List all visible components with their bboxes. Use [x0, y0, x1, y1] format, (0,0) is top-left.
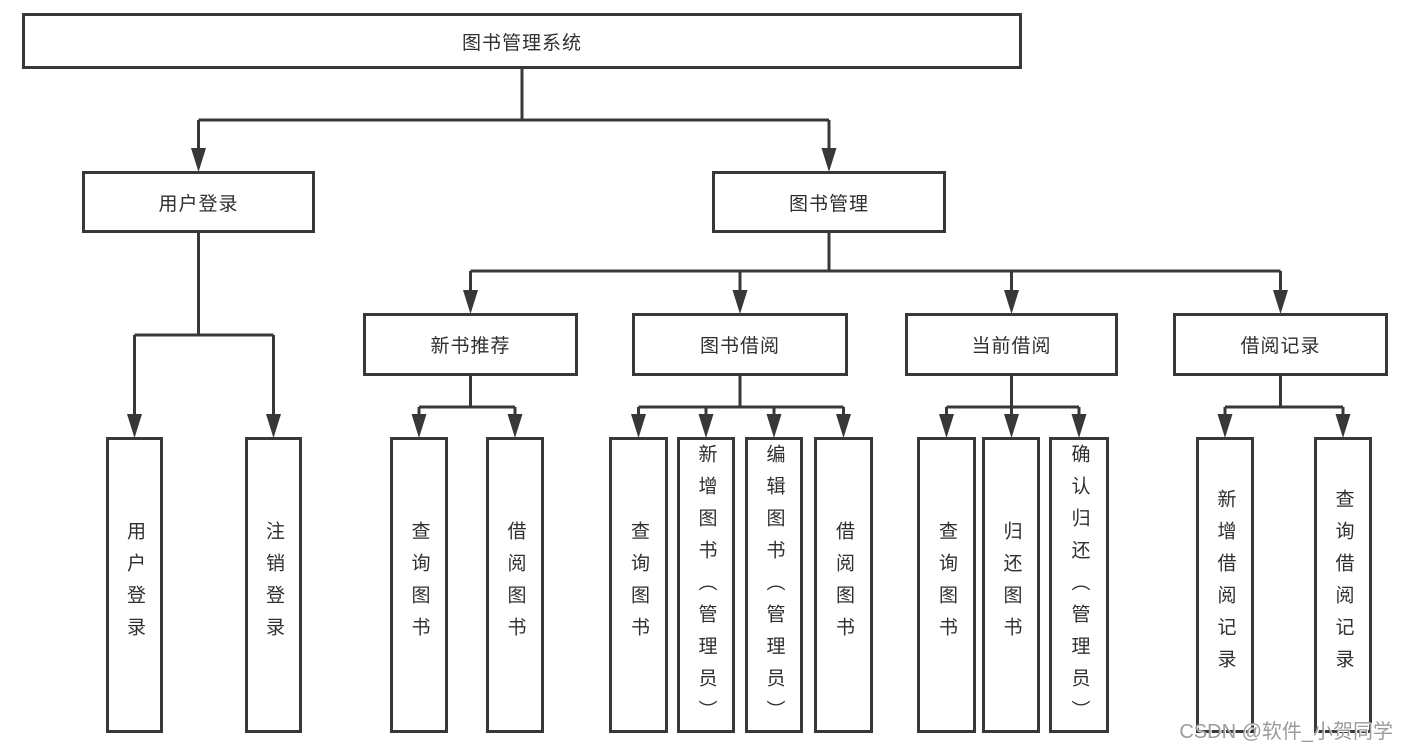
node-label: 新增图书（管理员） [695, 444, 717, 732]
arrowhead-icon [127, 414, 142, 438]
node-label: 确认归还（管理员） [1068, 444, 1090, 732]
connector-book-mgmt-children [463, 233, 1288, 314]
arrowhead-icon [1273, 290, 1288, 314]
node-library-management-system: 图书管理系统 [22, 13, 1022, 69]
arrowhead-icon [698, 414, 714, 438]
leaf-user-login: 用户登录 [106, 437, 163, 733]
leaf-nbr-borrow-books: 借阅图书 [486, 437, 544, 733]
arrowhead-icon [463, 290, 478, 314]
arrowhead-icon [766, 414, 782, 438]
arrowhead-icon [266, 414, 281, 438]
arrowhead-icon [836, 414, 851, 438]
node-book-borrow: 图书借阅 [632, 313, 848, 376]
arrowhead-icon [631, 414, 646, 438]
connector-borrow-records-children [1217, 376, 1351, 438]
leaf-bb-edit-books-admin: 编辑图书（管理员） [745, 437, 803, 733]
node-label: 图书借阅 [699, 336, 780, 357]
node-label: 归还图书 [1000, 521, 1022, 649]
node-label: 查询图书 [936, 521, 957, 649]
node-label: 借阅图书 [504, 521, 526, 649]
leaf-logout: 注销登录 [245, 437, 302, 733]
connector-new-book-rec-children [411, 376, 523, 438]
node-label: 查询图书 [408, 521, 430, 649]
node-label: 查询借阅记录 [1332, 489, 1354, 681]
leaf-cb-return-books: 归还图书 [982, 437, 1040, 733]
connector-current-borrow-children [939, 376, 1087, 438]
arrowhead-icon [1217, 414, 1233, 438]
node-label: 用户登录 [158, 193, 239, 215]
arrowhead-icon [507, 414, 523, 438]
node-label: 编辑图书（管理员） [763, 444, 785, 732]
arrowhead-icon [1004, 414, 1019, 438]
node-label: 新增借阅记录 [1214, 489, 1236, 681]
node-borrow-records: 借阅记录 [1173, 313, 1388, 376]
arrowhead-icon [821, 148, 837, 172]
leaf-cb-query-books: 查询图书 [917, 437, 976, 733]
node-label: 新书推荐 [430, 336, 511, 357]
node-label: 借阅记录 [1240, 336, 1321, 357]
node-label: 借阅图书 [833, 521, 854, 649]
connector-user-login-children [127, 233, 281, 438]
arrowhead-icon [191, 148, 206, 172]
node-user-login: 用户登录 [82, 171, 315, 233]
connector-root-children [191, 69, 837, 172]
arrowhead-icon [411, 414, 427, 438]
leaf-bb-add-books-admin: 新增图书（管理员） [677, 437, 735, 733]
arrowhead-icon [939, 414, 954, 438]
node-label: 用户登录 [124, 521, 145, 649]
leaf-nbr-query-books: 查询图书 [390, 437, 448, 733]
arrowhead-icon [1071, 414, 1087, 438]
csdn-watermark: CSDN @软件_小贺同学 [1179, 721, 1393, 743]
leaf-bb-query-books: 查询图书 [609, 437, 668, 733]
node-new-book-recommend: 新书推荐 [363, 313, 578, 376]
arrowhead-icon [1004, 290, 1019, 314]
connector-book-borrow-children [631, 376, 851, 438]
node-current-borrow: 当前借阅 [905, 313, 1118, 376]
node-label: 注销登录 [263, 521, 284, 649]
leaf-bb-borrow-books: 借阅图书 [814, 437, 873, 733]
leaf-br-query-record: 查询借阅记录 [1314, 437, 1372, 733]
arrowhead-icon [1335, 414, 1351, 438]
arrowhead-icon [732, 290, 748, 314]
node-label: 图书管理系统 [461, 32, 582, 54]
node-label: 查询图书 [628, 521, 649, 649]
node-label: 图书管理 [788, 193, 869, 215]
leaf-cb-confirm-return-admin: 确认归还（管理员） [1049, 437, 1109, 733]
node-label: 当前借阅 [971, 336, 1052, 357]
leaf-br-add-record: 新增借阅记录 [1196, 437, 1254, 733]
node-book-management: 图书管理 [712, 171, 946, 233]
